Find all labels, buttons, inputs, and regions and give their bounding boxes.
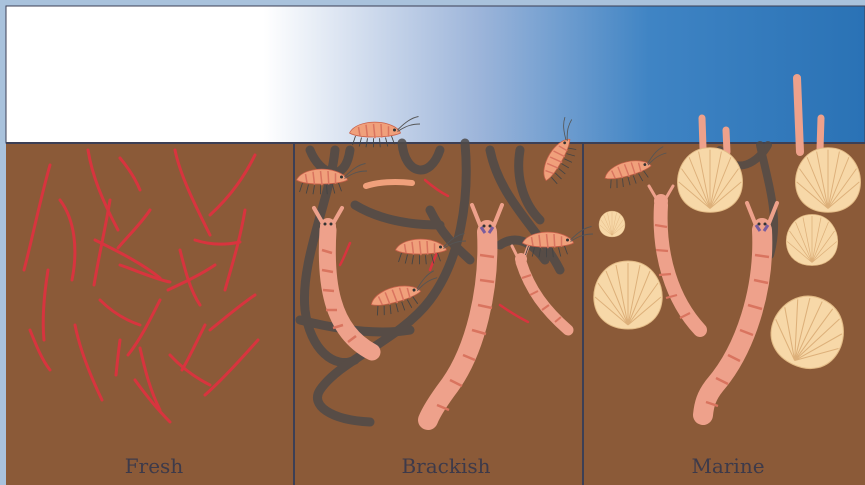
- bivalve-shell: [795, 148, 860, 213]
- bivalve-siphon: [702, 118, 703, 148]
- bivalve-siphon: [820, 118, 821, 150]
- panel-label-marine: Marine: [691, 454, 764, 478]
- bivalve-shell: [677, 148, 742, 213]
- bivalve-siphon: [797, 78, 800, 152]
- water-column: [6, 6, 865, 143]
- panel-label-brackish: Brackish: [401, 454, 490, 478]
- bivalve-shell: [786, 215, 837, 266]
- bivalve-siphon: [726, 130, 727, 152]
- panel-label-fresh: Fresh: [125, 454, 184, 478]
- bivalve-shell: [594, 261, 662, 329]
- bivalve-shell: [599, 211, 625, 237]
